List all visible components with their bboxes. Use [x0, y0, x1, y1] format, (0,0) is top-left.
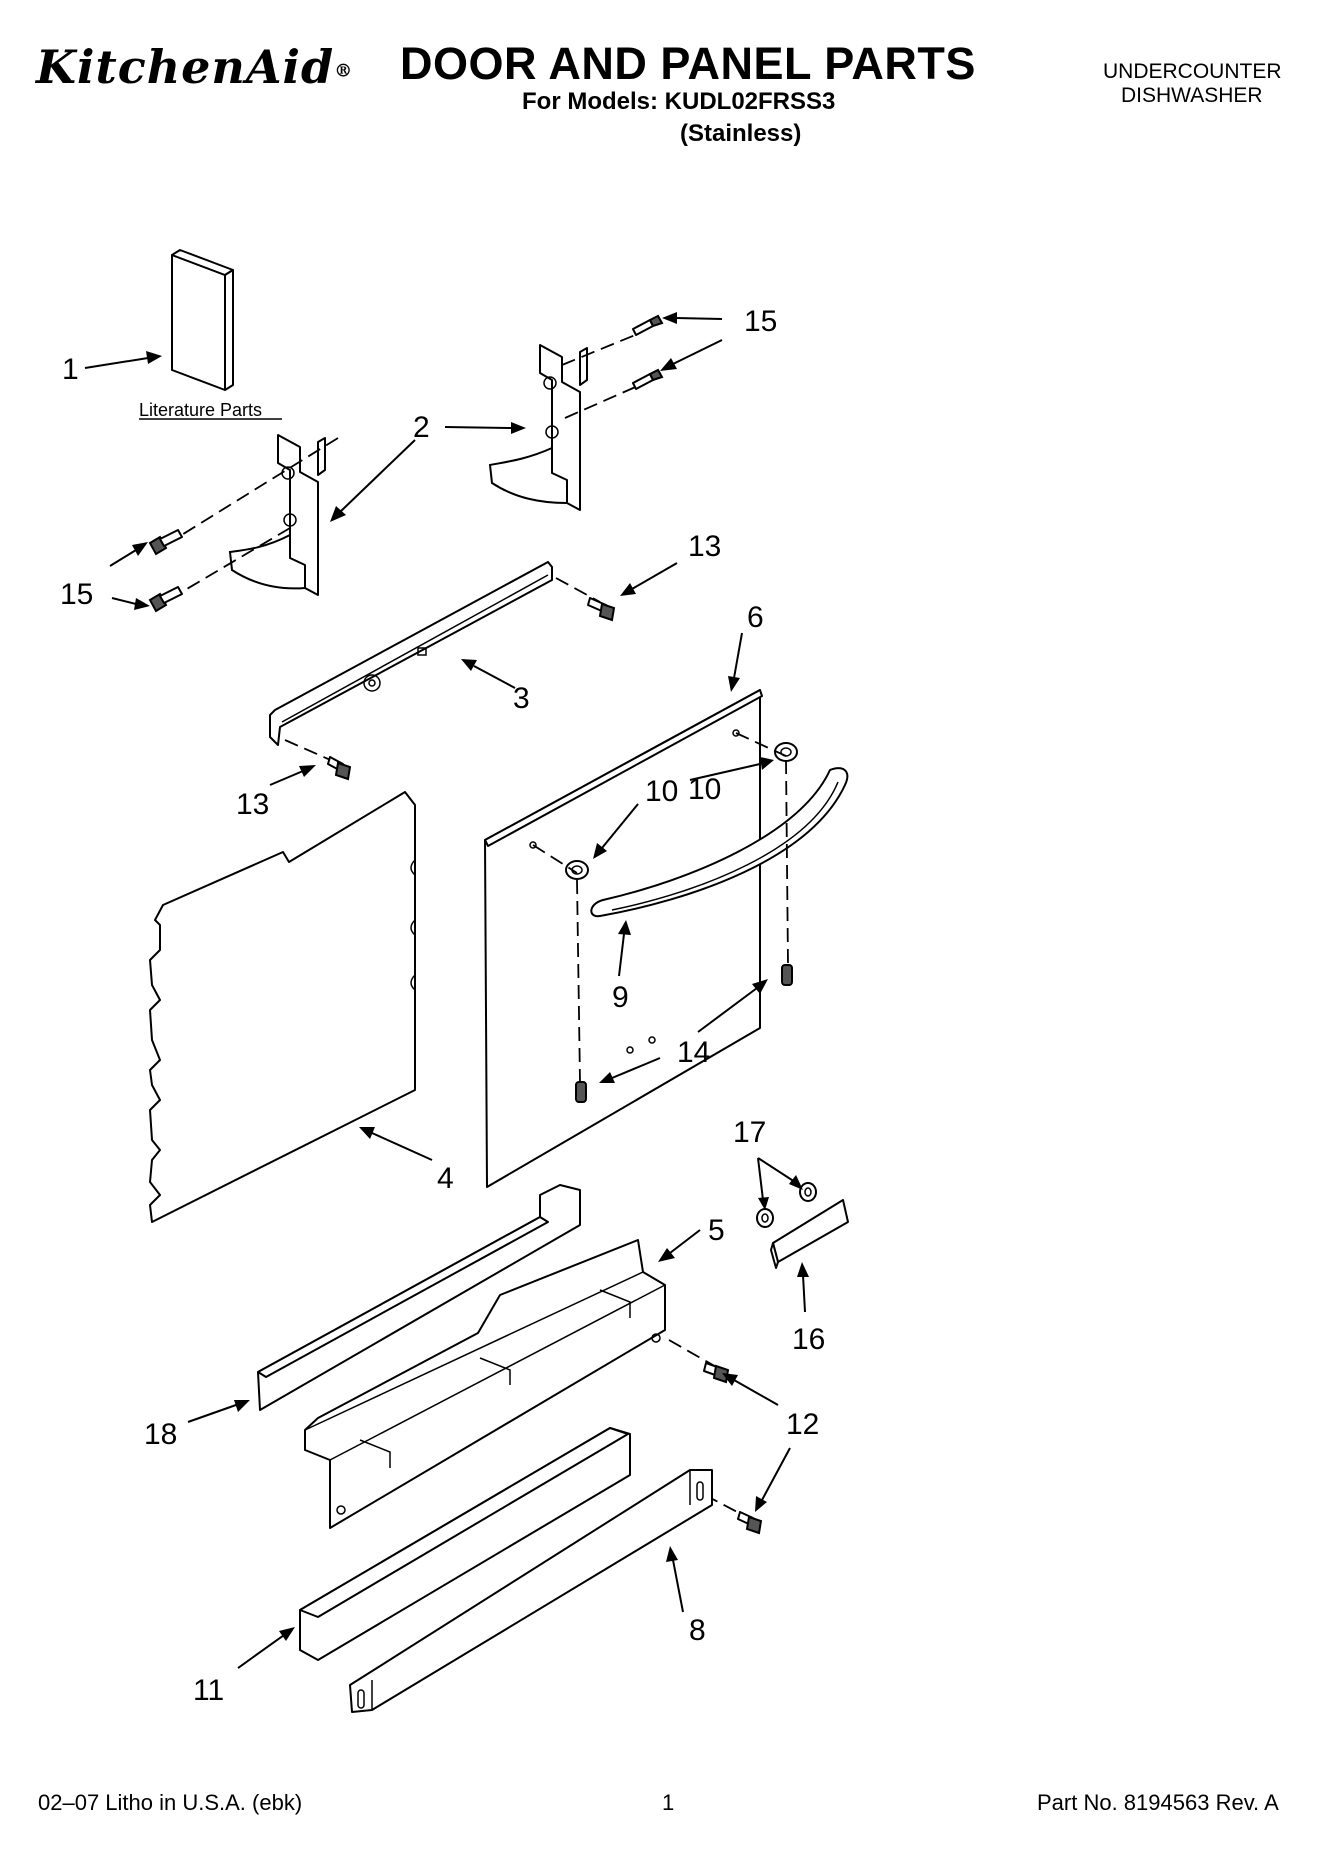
callout-13-upper: 13	[688, 530, 721, 563]
screw-12-upper	[703, 1362, 730, 1384]
callout-3: 3	[513, 682, 530, 715]
handle-stud-lower	[575, 1081, 587, 1103]
callout-18: 18	[144, 1418, 177, 1451]
handle-spacer-lower	[565, 860, 589, 880]
callout-17: 17	[733, 1116, 766, 1149]
callout-10-upper: 10	[688, 773, 721, 806]
footer-page-number: 1	[662, 1790, 675, 1815]
footer-part-number: Part No. 8194563 Rev. A	[1037, 1790, 1279, 1815]
appliance-type-line2: DISHWASHER	[1121, 84, 1263, 107]
toe-panel-bracket	[304, 1239, 666, 1529]
inner-door-panel	[149, 791, 416, 1223]
screw-15-lower-a	[148, 529, 183, 556]
brand-logo: KitchenAid®	[36, 40, 353, 94]
page-title: DOOR AND PANEL PARTS	[400, 38, 976, 89]
callout-4: 4	[437, 1162, 454, 1195]
callout-8: 8	[689, 1614, 706, 1647]
toe-panel-foam-lower	[299, 1427, 631, 1661]
callout-5: 5	[708, 1214, 725, 1247]
screw-15-lower-b	[148, 586, 183, 613]
callout-12: 12	[786, 1408, 819, 1441]
variant-line: (Stainless)	[680, 120, 802, 147]
callout-15-upper: 15	[744, 305, 777, 338]
brand-wordmark: KitchenAid	[36, 40, 335, 94]
models-line: For Models: KUDL02FRSS3	[522, 88, 836, 115]
screw-13-upper	[587, 597, 616, 622]
callout-16: 16	[792, 1323, 825, 1356]
callout-11: 11	[193, 1674, 224, 1707]
door-hinge-bracket-left	[228, 434, 326, 596]
screw-13-lower	[327, 756, 352, 781]
screw-15-upper-a	[632, 314, 664, 336]
appliance-type-line1: UNDERCOUNTER	[1103, 60, 1282, 83]
literature-parts-booklet	[171, 249, 234, 391]
literature-parts-label: Literature Parts	[139, 400, 262, 420]
footer-print-info: 02–07 Litho in U.S.A. (ebk)	[38, 1790, 303, 1815]
nameplate-badge	[770, 1199, 849, 1269]
callout-2: 2	[413, 411, 430, 444]
screw-15-upper-b	[632, 368, 664, 390]
callout-9: 9	[612, 981, 629, 1014]
callout-13-lower: 13	[236, 788, 269, 821]
callout-6: 6	[747, 601, 764, 634]
toe-panel-foam-upper	[257, 1184, 581, 1411]
door-hinge-bracket-right	[488, 344, 588, 511]
leader-arrows	[84, 312, 809, 1669]
callout-10-lower: 10	[645, 775, 678, 808]
callout-1: 1	[62, 353, 79, 386]
door-handle	[590, 767, 849, 918]
badge-nut-lower	[756, 1208, 774, 1228]
badge-nut-upper	[799, 1182, 817, 1202]
callout-15-lower: 15	[60, 578, 93, 611]
kick-plate	[349, 1469, 713, 1713]
callout-14: 14	[677, 1036, 710, 1069]
registered-mark-icon: ®	[334, 60, 354, 82]
handle-stud-upper	[781, 964, 793, 986]
door-trim-channel	[269, 561, 553, 746]
screw-12-lower	[737, 1511, 763, 1535]
